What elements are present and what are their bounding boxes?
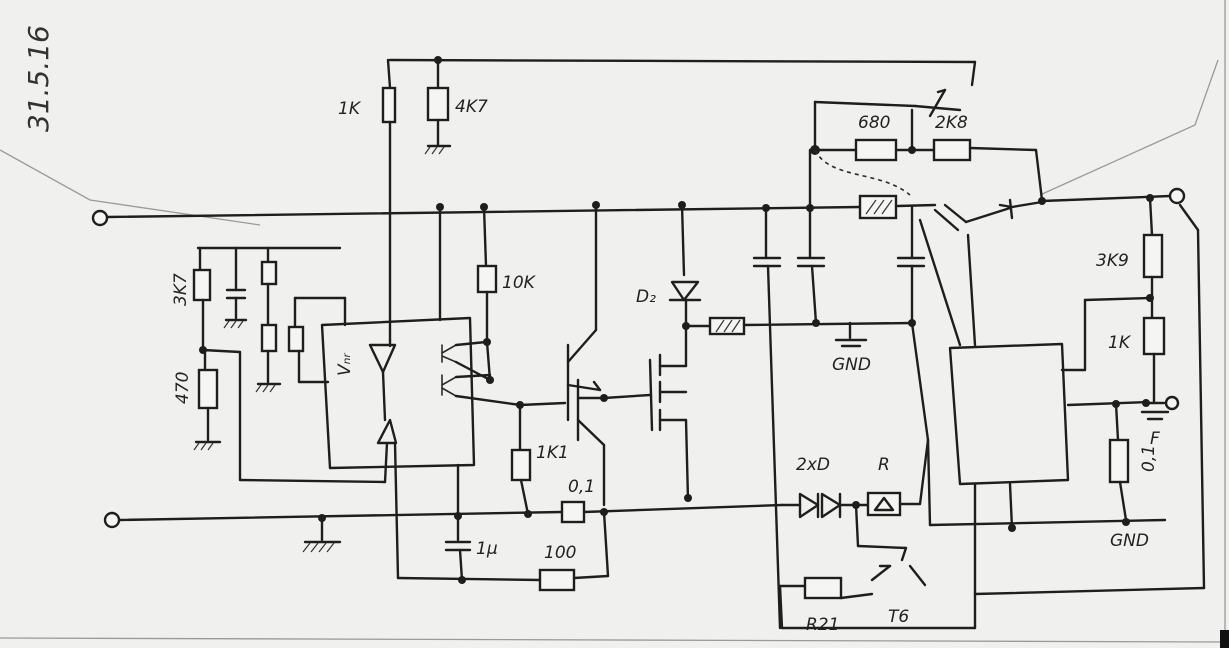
resistor-feedback	[287, 325, 305, 353]
resistor-10k-branch	[438, 205, 498, 384]
resistor-680	[854, 138, 898, 162]
resistor-divider-lower	[260, 323, 278, 353]
filter-capacitors	[752, 148, 926, 630]
diode-1-icon	[798, 492, 820, 519]
resistor-r21	[803, 576, 843, 600]
label-100: 100	[544, 543, 576, 563]
resistor-3k9	[1142, 233, 1164, 279]
left-reference-network	[192, 246, 387, 484]
ground-return	[910, 203, 1206, 596]
label-c01-right: 0,1	[1139, 445, 1159, 472]
zener-d2	[668, 203, 916, 336]
resistor-10k	[476, 264, 498, 294]
bottom-rail	[118, 503, 784, 522]
output-terminal-f	[1164, 395, 1180, 411]
label-3k7: 3K7	[171, 273, 191, 306]
label-3k9: 3K9	[1096, 251, 1129, 271]
resistor-100	[538, 568, 576, 592]
output-terminal-top	[1168, 187, 1186, 205]
drawing-date: 31.5.16	[22, 25, 55, 132]
resistor-1k-top	[381, 86, 397, 124]
label-c1u: 1µ	[476, 539, 498, 559]
capacitor-0-1-right	[1108, 438, 1130, 484]
error-amp-icon	[376, 418, 398, 445]
resistor-4k7-top	[426, 86, 450, 122]
label-r21: R21	[806, 615, 839, 635]
label-1k-right: 1K	[1108, 333, 1132, 353]
label-vref: Vₙᵣ	[335, 353, 355, 376]
label-2k8: 2K8	[935, 113, 968, 133]
resistor-1k-right	[1142, 316, 1166, 356]
resistor-r	[866, 491, 902, 517]
resistor-divider-upper	[260, 260, 278, 286]
darlington-driver	[510, 203, 652, 518]
resistor-2k8	[932, 138, 972, 162]
label-t6: T6	[888, 607, 909, 627]
opto-receiver	[858, 194, 898, 220]
reference-comparator-icon	[368, 343, 397, 374]
output-divider	[1108, 194, 1170, 526]
label-4k7-top: 4K7	[455, 97, 488, 117]
label-470: 470	[173, 372, 193, 404]
label-d2: D₂	[636, 287, 656, 307]
input-terminal-bottom	[103, 511, 121, 529]
label-2xd: 2xD	[796, 455, 830, 475]
label-1k1: 1K1	[536, 443, 569, 463]
label-1k-top: 1K	[338, 99, 362, 119]
resistor-1k1	[510, 448, 532, 482]
label-10k: 10K	[502, 273, 537, 293]
resistor-3k7	[192, 268, 212, 302]
mosfet-switch	[648, 324, 692, 502]
capacitor-0-1	[560, 500, 586, 524]
top-left-network	[381, 56, 977, 342]
resistor-470	[197, 368, 219, 410]
label-r: R	[878, 455, 890, 475]
bottom-protection	[778, 438, 977, 630]
label-gnd-right: GND	[1110, 531, 1149, 551]
label-out-f: F	[1150, 429, 1160, 449]
label-680: 680	[858, 113, 890, 133]
pass-transistor	[858, 187, 1186, 347]
input-filter	[302, 441, 610, 592]
opto-led	[708, 316, 746, 336]
top-rail-nodes	[436, 201, 814, 212]
label-gnd-mid: GND	[832, 355, 871, 375]
adjust-network	[810, 88, 1044, 202]
diode-2-icon	[820, 492, 842, 519]
input-terminal-top	[91, 209, 109, 227]
label-c01: 0,1	[568, 477, 595, 497]
scan-edge	[1220, 630, 1229, 648]
regulator-ic	[320, 316, 522, 484]
output-ic	[948, 294, 1180, 530]
